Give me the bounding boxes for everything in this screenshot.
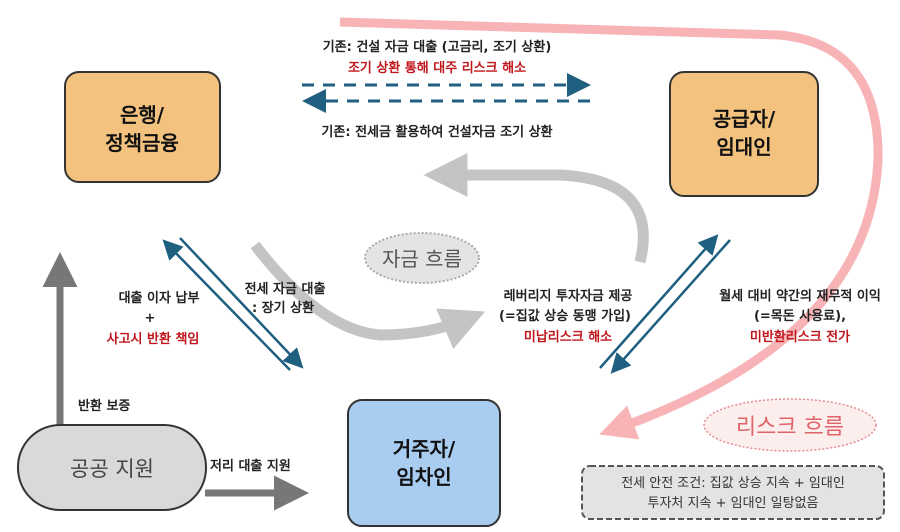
arrow-resident-to-bank xyxy=(162,239,291,371)
supplier-label-1: 공급자/ xyxy=(713,107,776,131)
money-flow-arrow-up xyxy=(423,153,649,264)
arrow-bank-to-resident xyxy=(179,237,304,369)
resident-label-1: 거주자/ xyxy=(393,437,456,461)
condition-line-2: 투자처 지속 + 임대인 일탕없음 xyxy=(648,496,819,511)
condition-line-1: 전세 안전 조건: 집값 상승 지속 + 임대인 xyxy=(621,476,845,491)
risk-flow-arrow xyxy=(339,17,883,440)
right-label-f: 미반환리스크 전가 xyxy=(750,329,850,345)
public-support-label: 공공 지원 xyxy=(70,457,154,481)
bank-label-1: 은행/ xyxy=(120,103,165,127)
resident-node xyxy=(347,399,501,527)
risk-flow-label: 리스크 흐름 xyxy=(736,415,844,440)
left-label-plus: + xyxy=(145,311,156,326)
resident-label-2: 임차인 xyxy=(396,465,451,489)
public-support-node xyxy=(17,424,207,511)
risk-flow-legend xyxy=(703,398,877,452)
low-loan-label: 저리 대출 지원 xyxy=(210,458,291,474)
right-label-a: 레버리지 투자자금 제공 xyxy=(504,288,633,304)
right-label-d: 월세 대비 약간의 재무적 이익 xyxy=(719,288,881,304)
money-flow-label: 자금 흐름 xyxy=(382,247,462,271)
right-label-b: (=집값 상승 동맹 가입) xyxy=(499,308,631,324)
top-label-1: 기존: 건설 자금 대출 (고금리, 조기 상환) xyxy=(323,39,552,55)
right-label-c: 미납리스크 해소 xyxy=(524,329,612,345)
left-label-b: 사고시 반환 책임 xyxy=(107,331,200,347)
supplier-node xyxy=(669,71,819,197)
arrow-resident-to-supplier xyxy=(599,234,719,369)
top-label-2: 조기 상환 통해 대주 리스크 해소 xyxy=(348,60,526,76)
top-label-3: 기존: 전세금 활용하여 건설자금 조기 상환 xyxy=(321,124,552,140)
right-label-e: (=목돈 사용료), xyxy=(754,308,846,324)
condition-box xyxy=(581,465,885,520)
guarantee-label: 반환 보증 xyxy=(78,398,130,414)
left-label-c: 전세 자금 대출 xyxy=(245,281,326,297)
bank-node xyxy=(64,71,221,183)
left-label-d: : 장기 상환 xyxy=(252,300,314,316)
bank-label-2: 정책금융 xyxy=(105,131,179,155)
money-flow-arrow-down xyxy=(250,241,486,349)
left-label-a: 대출 이자 납부 xyxy=(119,290,200,306)
supplier-label-2: 임대인 xyxy=(716,135,771,159)
arrow-supplier-to-resident xyxy=(610,239,731,374)
money-flow-legend xyxy=(364,232,480,284)
